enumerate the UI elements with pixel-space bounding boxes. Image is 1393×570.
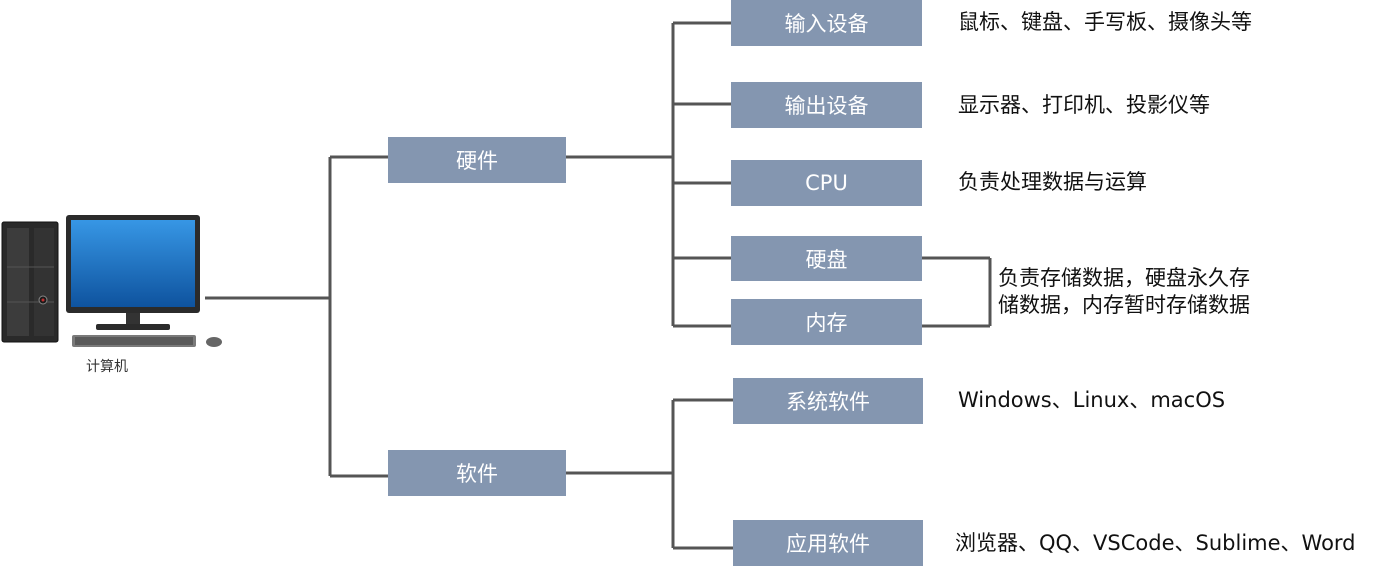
app-software-note: 浏览器、QQ、VSCode、Sublime、Word (955, 531, 1356, 555)
hardware-node: 硬件 (388, 137, 566, 183)
computer-icon (1, 215, 222, 347)
memory-node: 内存 (731, 299, 922, 345)
input-device-node: 输入设备 (731, 0, 922, 46)
system-software-node: 系统软件 (733, 378, 923, 424)
software-node: 软件 (388, 450, 566, 496)
computer-label: 计算机 (86, 359, 128, 375)
cpu-note: 负责处理数据与运算 (958, 170, 1147, 194)
input-device-note: 鼠标、键盘、手写板、摄像头等 (958, 10, 1252, 34)
output-device-node: 输出设备 (731, 82, 922, 128)
hard-disk-node: 硬盘 (731, 236, 922, 281)
output-device-note: 显示器、打印机、投影仪等 (958, 93, 1210, 117)
storage-note-line-2: 储数据，内存暂时存储数据 (998, 293, 1250, 317)
storage-note-line-1: 负责存储数据，硬盘永久存 (998, 266, 1250, 290)
system-software-note: Windows、Linux、macOS (958, 388, 1226, 412)
cpu-node: CPU (731, 160, 922, 206)
app-software-node: 应用软件 (733, 520, 923, 566)
